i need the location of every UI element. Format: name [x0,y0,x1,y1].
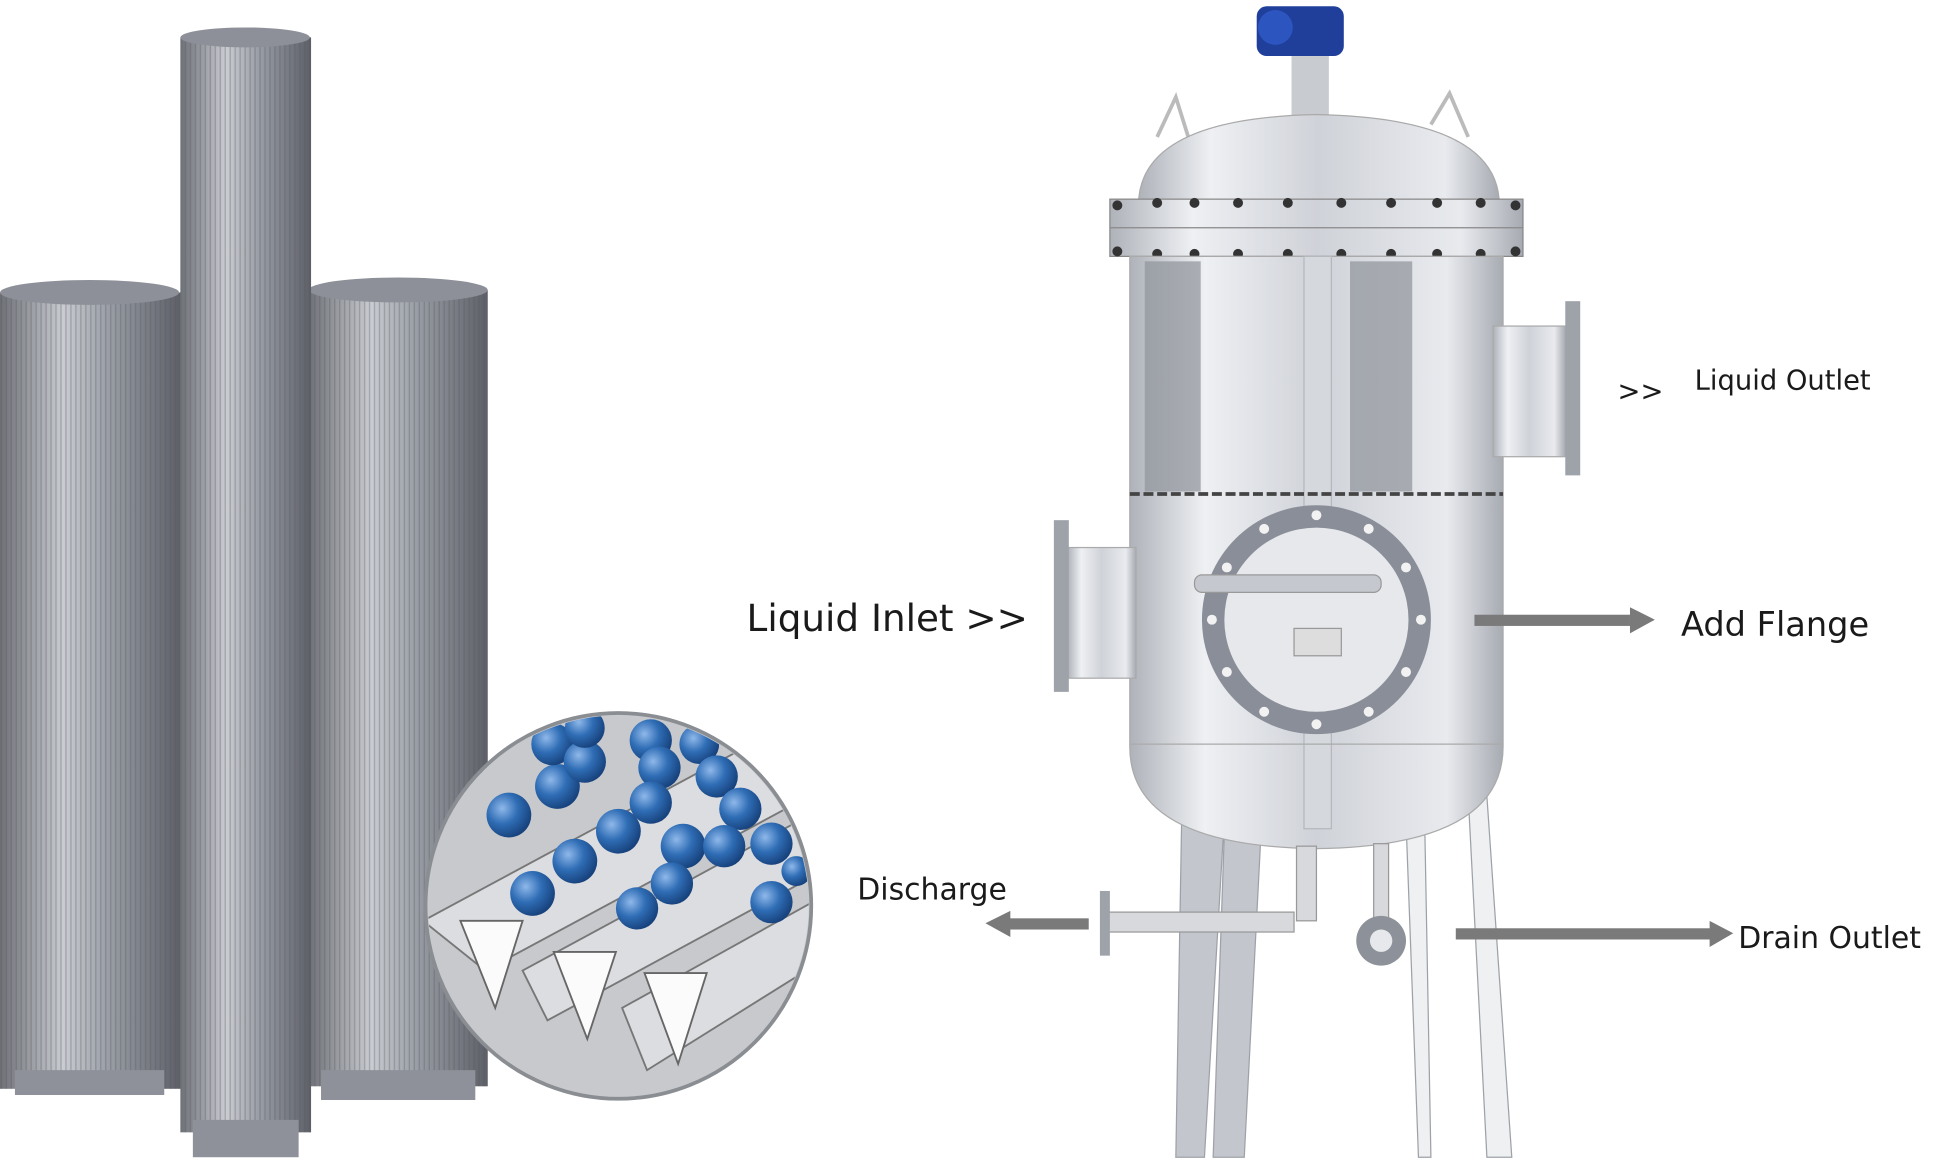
wedge-wire-filter-elements [0,27,488,1158]
discharge-arrow [985,910,1089,937]
add-flange-label: Add Flange [1681,605,1869,644]
vessel-legs [1175,795,1513,1158]
drain-outlet-label: Drain Outlet [1738,921,1921,956]
magnified-wedge-wire-detail [423,711,814,1101]
discharge-pipe [1099,845,1318,956]
motor-actuator [1256,6,1344,125]
liquid-inlet-pipe [1053,520,1137,692]
filter-vessel [1053,6,1581,1158]
discharge-label: Discharge [857,873,1007,908]
liquid-outlet-label: Liquid Outlet [1695,366,1871,397]
callout-arrows [985,607,1734,947]
flange-bolts [1112,197,1521,259]
filter-element-left [0,280,181,1096]
filter-element-right [308,277,488,1100]
add-flange-arrow [1474,607,1655,634]
liquid-inlet-label: Liquid Inlet >> [747,596,1028,640]
filter-element-tall [180,27,312,1158]
drain-outlet-arrow [1455,920,1734,947]
add-flange-circle [1193,505,1431,735]
liquid-outlet-arrows: >> [1618,377,1664,408]
drain-outlet-pipe [1356,843,1407,966]
liquid-outlet-pipe [1492,301,1581,476]
particle-balls [486,715,809,930]
